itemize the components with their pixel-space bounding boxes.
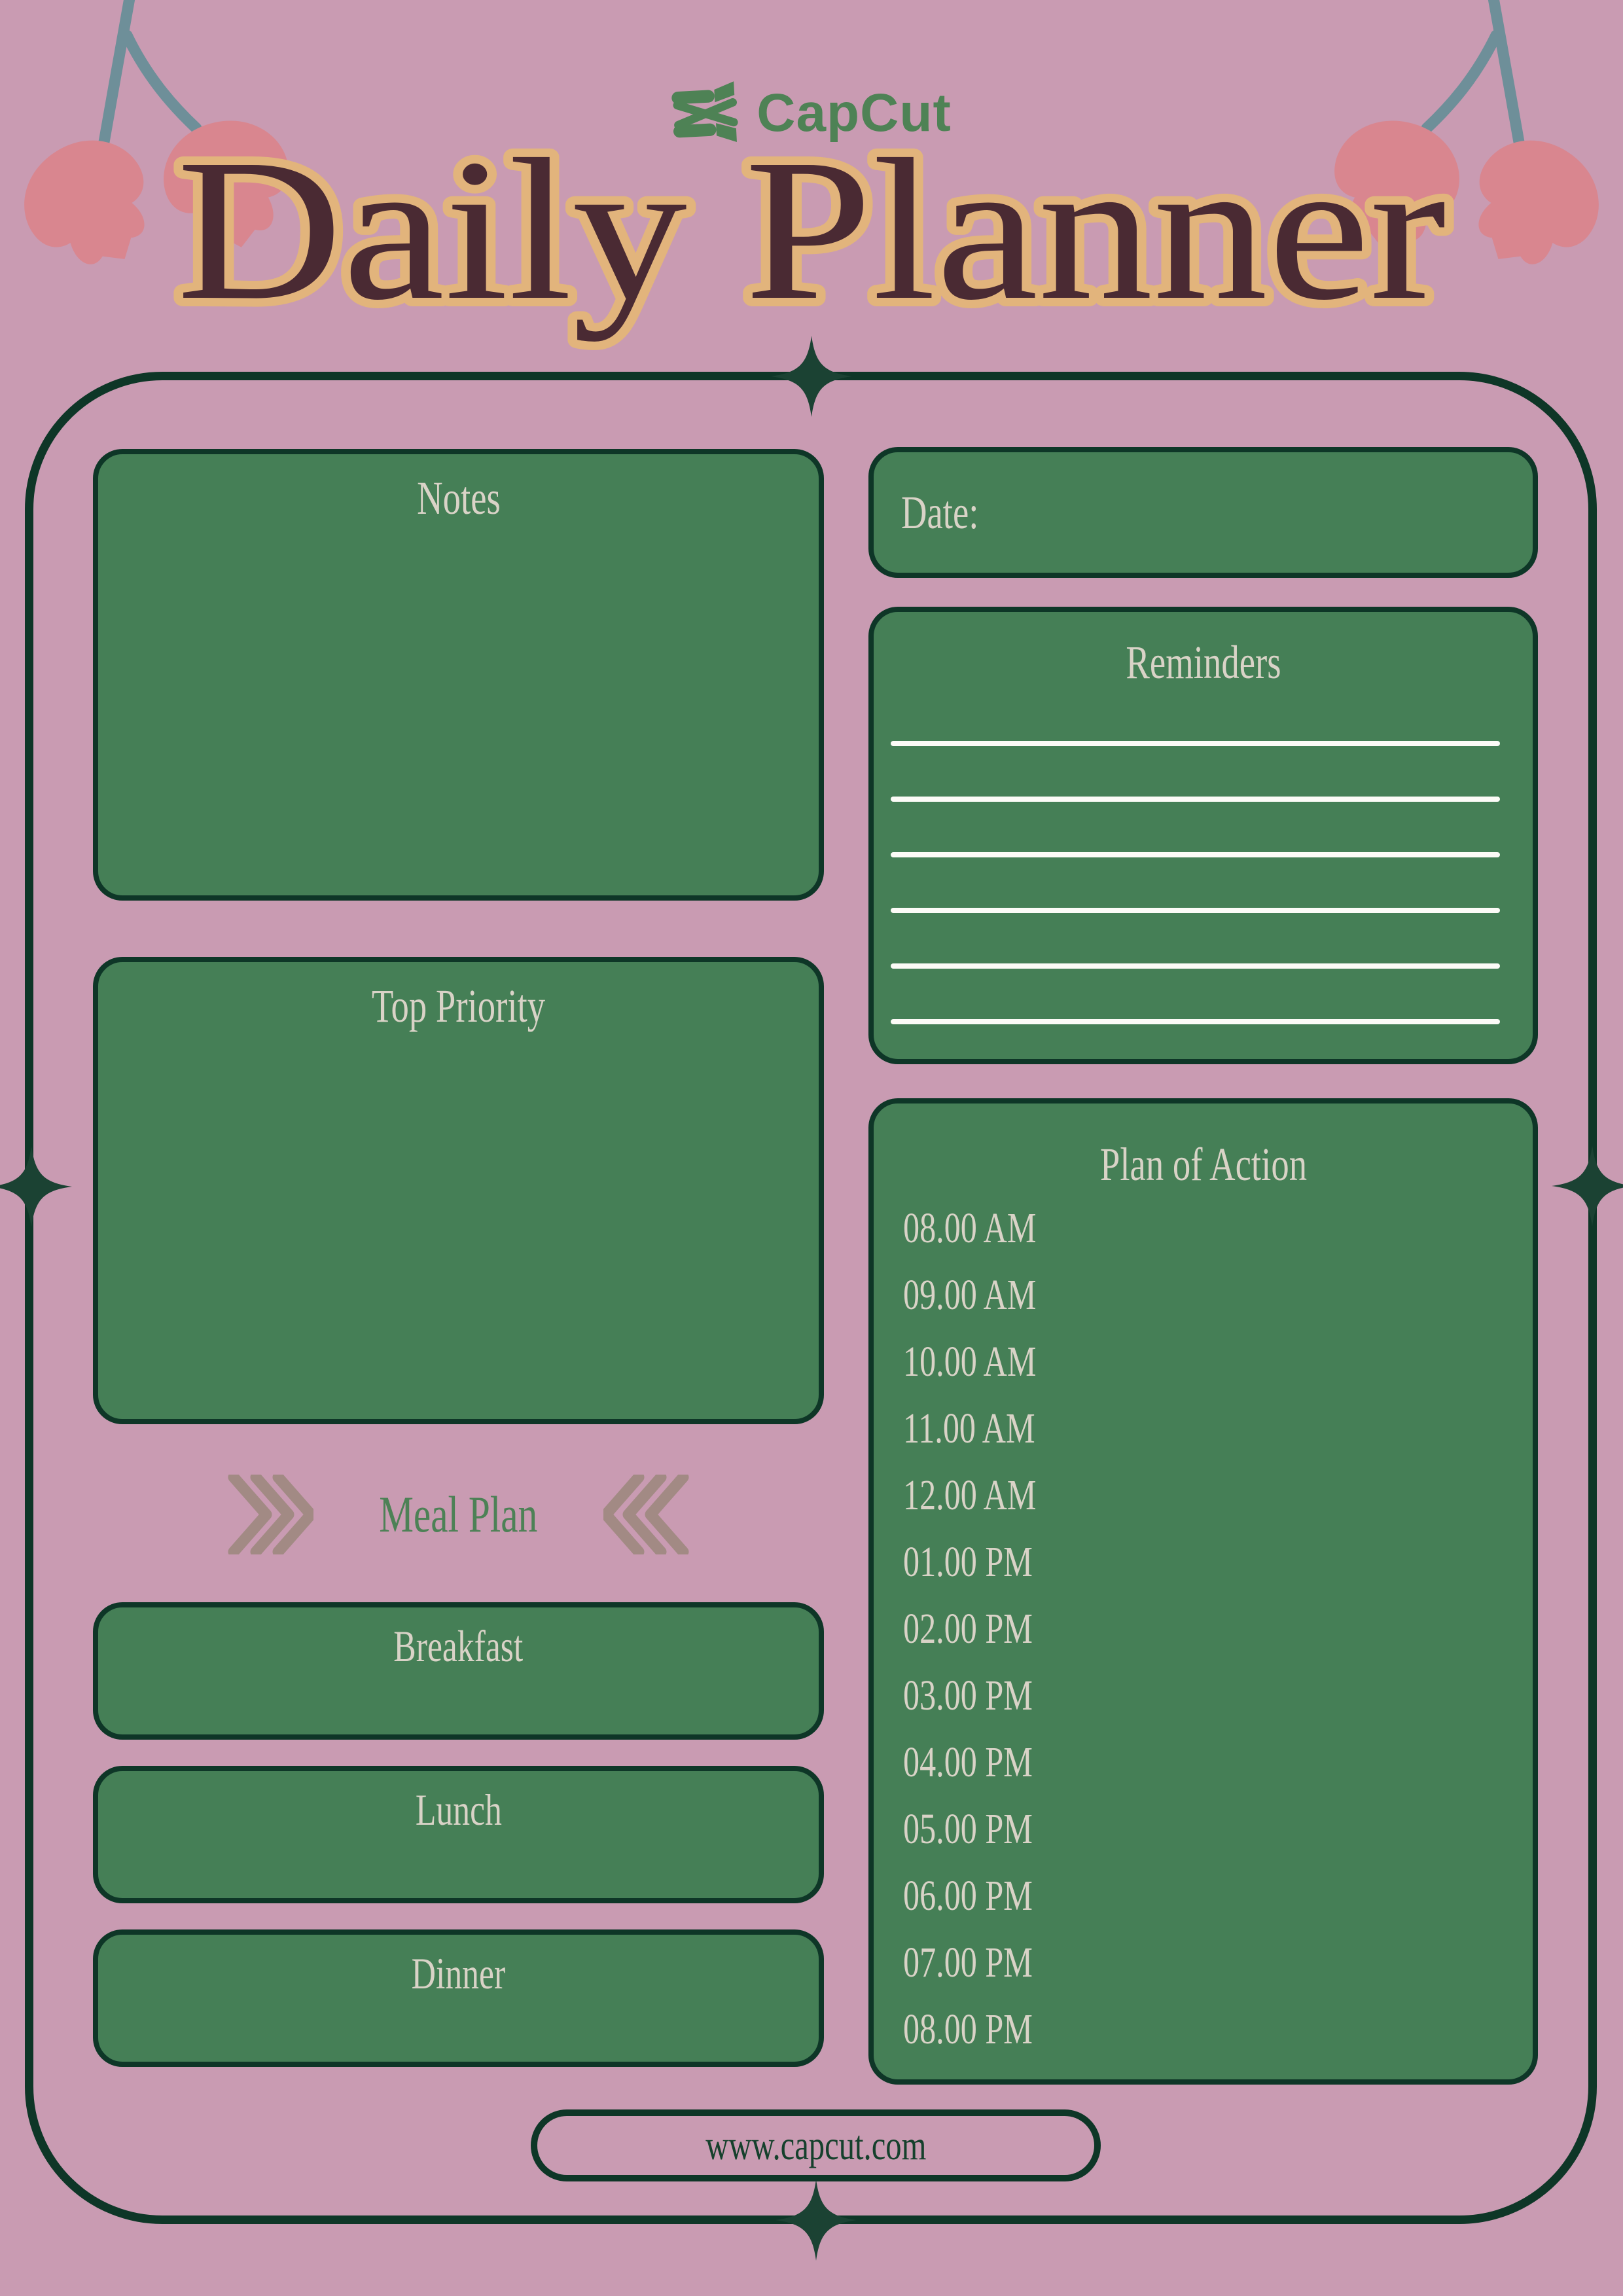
chevrons-right-icon [228,1475,314,1554]
reminders-box[interactable]: Reminders [868,607,1538,1064]
capcut-logo-text: CapCut [757,83,952,143]
notes-title: Notes [416,472,501,524]
tulip-decoration-left [24,0,289,264]
plan-of-action-box[interactable]: Plan of Action 08.00 AM 09.00 AM 10.00 AM 1… [868,1098,1538,2085]
plan-time-row[interactable]: 09.00 AM [903,1262,1513,1329]
plan-time-row[interactable]: 05.00 PM [903,1796,1513,1863]
plan-time-row[interactable]: 01.00 PM [903,1529,1513,1596]
lunch-title: Lunch [415,1785,502,1835]
date-label: Date: [901,486,979,539]
plan-time-row[interactable]: 03.00 PM [903,1662,1513,1729]
plan-time-label: 10.00 AM [903,1338,1037,1386]
plan-time-label: 11.00 AM [903,1405,1035,1452]
page-title: Daily Planner [168,109,1455,351]
reminder-line[interactable] [891,908,1500,913]
plan-time-label: 06.00 PM [903,1872,1033,1920]
reminder-line[interactable] [891,741,1500,746]
capcut-logo-icon [671,81,738,142]
website-link[interactable]: www.capcut.com [705,2122,927,2168]
sparkle-left-icon [0,1146,72,1227]
breakfast-title: Breakfast [393,1621,524,1671]
plan-time-label: 04.00 PM [903,1738,1033,1786]
reminders-title: Reminders [1125,636,1281,689]
plan-time-row[interactable]: 10.00 AM [903,1329,1513,1395]
website-pill[interactable]: www.capcut.com [531,2109,1101,2181]
plan-of-action-title: Plan of Action [1099,1138,1307,1191]
plan-time-label: 12.00 AM [903,1471,1037,1519]
notes-box[interactable]: Notes [93,449,824,901]
plan-time-row[interactable]: 08.00 PM [903,1996,1513,2063]
sparkle-top-icon [771,336,852,417]
reminder-line[interactable] [891,1019,1500,1024]
tulip-decoration-right [1334,0,1599,264]
chevrons-left-icon [603,1475,689,1554]
top-priority-title: Top Priority [371,980,546,1032]
breakfast-box[interactable]: Breakfast [93,1602,824,1740]
plan-time-label: 07.00 PM [903,1939,1033,1986]
meal-plan-header: Meal Plan [93,1471,824,1558]
plan-time-row[interactable]: 08.00 AM [903,1195,1513,1262]
plan-time-row[interactable]: 11.00 AM [903,1395,1513,1462]
sparkle-right-icon [1552,1145,1623,1227]
reminder-line[interactable] [891,963,1500,969]
plan-time-row[interactable]: 04.00 PM [903,1729,1513,1796]
plan-time-label: 02.00 PM [903,1605,1033,1653]
svg-text:Daily Planner: Daily Planner [177,118,1446,342]
plan-times: 08.00 AM 09.00 AM 10.00 AM 11.00 AM 12.00 AM… [903,1195,1513,2063]
sparkle-bottom-icon [776,2179,857,2261]
dinner-box[interactable]: Dinner [93,1929,824,2067]
plan-time-label: 01.00 PM [903,1538,1033,1586]
plan-time-row[interactable]: 02.00 PM [903,1596,1513,1662]
lunch-box[interactable]: Lunch [93,1766,824,1903]
reminder-line[interactable] [891,797,1500,802]
reminder-lines [891,741,1500,1075]
meal-plan-title: Meal Plan [379,1486,538,1543]
dinner-title: Dinner [411,1948,506,1998]
capcut-logo: CapCut [0,77,1623,149]
plan-time-label: 05.00 PM [903,1805,1033,1853]
plan-time-row[interactable]: 06.00 PM [903,1863,1513,1929]
date-box[interactable]: Date: [868,447,1538,578]
top-priority-box[interactable]: Top Priority [93,957,824,1424]
plan-time-label: 09.00 AM [903,1271,1037,1319]
reminder-line[interactable] [891,852,1500,857]
plan-time-label: 08.00 AM [903,1204,1037,1252]
plan-time-row[interactable]: 12.00 AM [903,1462,1513,1529]
plan-time-label: 08.00 PM [903,2005,1033,2053]
plan-time-label: 03.00 PM [903,1672,1033,1719]
plan-time-row[interactable]: 07.00 PM [903,1929,1513,1996]
